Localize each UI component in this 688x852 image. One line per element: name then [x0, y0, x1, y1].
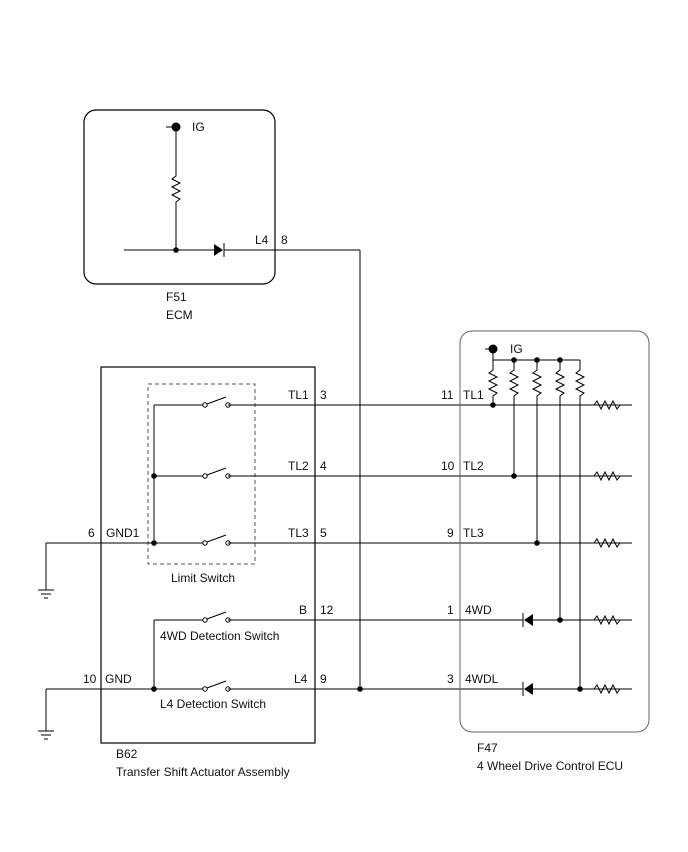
act-term-pin: 6 — [88, 526, 95, 540]
pullup-resistor-icon — [531, 360, 543, 543]
series-resistor-icon — [593, 399, 621, 411]
ecu-term-pin: 3 — [447, 672, 454, 686]
ecu-diode-icon — [524, 614, 533, 626]
ecm-ig-label: IG — [192, 120, 205, 134]
ecm-term-name: L4 — [255, 233, 269, 247]
ecm-name: ECM — [166, 308, 193, 322]
pullup-resistor-icon — [508, 360, 520, 476]
act-term-name: GND1 — [106, 526, 140, 540]
ecu-junction — [534, 540, 540, 546]
limit-switch-label: Limit Switch — [171, 571, 235, 585]
act-term-name: L4 — [294, 672, 308, 686]
ecu-name: 4 Wheel Drive Control ECU — [477, 759, 623, 773]
ecu-term-name: 4WD — [465, 603, 492, 617]
act-term-name: TL2 — [288, 459, 309, 473]
act-term-pin: 4 — [320, 459, 327, 473]
limit-junction — [151, 473, 157, 479]
act-term-pin: 12 — [320, 603, 334, 617]
ecm-diode-icon — [214, 244, 223, 256]
ecm-resistor-icon — [170, 172, 182, 205]
switch-blade-icon — [206, 396, 227, 405]
act-term-pin: 10 — [83, 672, 97, 686]
pullup-resistor-icon — [487, 360, 499, 405]
ecm-junction — [173, 247, 179, 253]
switch-contact-icon — [202, 402, 208, 408]
det-l4-label: L4 Detection Switch — [160, 697, 266, 711]
actuator-box — [100, 366, 316, 744]
ecu-term-pin: 9 — [447, 526, 454, 540]
switch-blade-icon — [206, 534, 227, 543]
ecu-term-pin: 1 — [447, 603, 454, 617]
act-term-pin: 5 — [320, 526, 327, 540]
limit-switch-box — [147, 383, 256, 565]
pullup-resistor-icon — [574, 360, 586, 689]
ecu-ig-label: IG — [510, 342, 523, 356]
ecm-code: F51 — [166, 290, 187, 304]
act-term-name: TL1 — [288, 388, 309, 402]
switch-blade-icon — [206, 680, 227, 689]
actuator-name: Transfer Shift Actuator Assembly — [116, 765, 290, 779]
ecu-term-pin: 11 — [441, 388, 454, 402]
switch-contact-icon — [202, 686, 208, 692]
ecu-junction — [490, 402, 496, 408]
act-term-pin: 3 — [320, 388, 327, 402]
gnd-junction — [151, 686, 157, 692]
ecu-term-name: TL1 — [463, 388, 484, 402]
switch-contact-icon — [202, 540, 208, 546]
ecm-box — [83, 109, 276, 285]
series-resistor-icon — [593, 683, 621, 695]
act-term-name: TL3 — [288, 526, 309, 540]
act-term-pin: 9 — [320, 672, 327, 686]
ecu-4wd-box — [459, 330, 650, 733]
act-term-name: B — [299, 603, 307, 617]
ecu-diode-icon — [524, 683, 533, 695]
actuator-code: B62 — [116, 747, 138, 761]
det-4wd-label: 4WD Detection Switch — [160, 629, 279, 643]
pullup-resistor-icon — [554, 360, 566, 620]
ecu-term-pin: 10 — [441, 459, 455, 473]
ecu-term-name: TL2 — [463, 459, 484, 473]
ecm-term-pin: 8 — [281, 233, 288, 247]
ecu-term-name: TL3 — [463, 526, 484, 540]
switch-blade-icon — [206, 611, 227, 620]
series-resistor-icon — [593, 470, 621, 482]
ecu-junction — [511, 473, 517, 479]
switch-contact-icon — [202, 473, 208, 479]
switch-contact-icon — [202, 617, 208, 623]
act-term-name: GND — [105, 672, 132, 686]
ecu-term-name: 4WDL — [465, 672, 499, 686]
series-resistors — [593, 399, 621, 695]
series-resistor-icon — [593, 537, 621, 549]
series-resistor-icon — [593, 614, 621, 626]
switch-blade-icon — [206, 467, 227, 476]
ecu-code: F47 — [477, 741, 498, 755]
